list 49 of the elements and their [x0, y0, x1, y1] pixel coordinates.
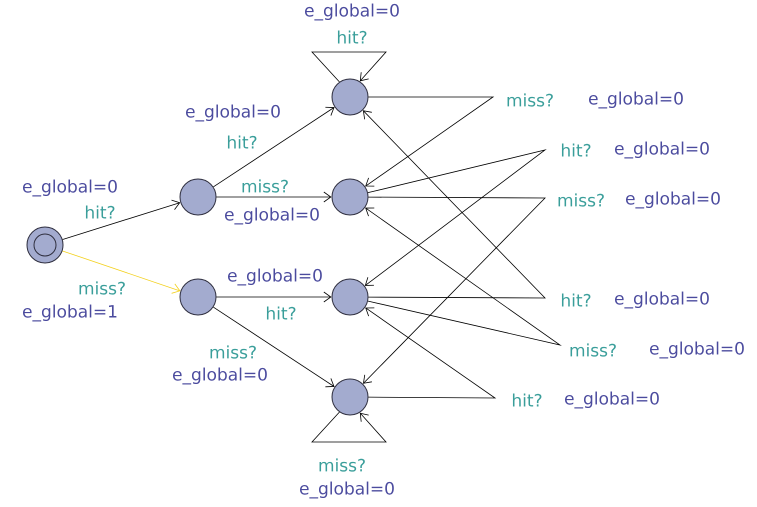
state-circle	[332, 378, 368, 416]
edge-label: hit?	[562, 294, 590, 306]
update-label: e_global=0	[650, 342, 744, 358]
update-label: e_global=0	[565, 392, 659, 408]
transition-arrow	[213, 306, 335, 388]
update-label: e_global=0	[186, 104, 280, 122]
edge-label: hit?	[338, 30, 366, 44]
edge-label: miss?	[570, 343, 616, 357]
state-circle	[180, 278, 216, 316]
update-label: e_global=0	[300, 482, 394, 498]
transition-arrow	[362, 196, 546, 384]
update-label: e_global=0	[225, 208, 319, 224]
update-label: e_global=0	[23, 180, 117, 196]
transition-arrow	[365, 96, 494, 186]
transition-arrow	[362, 110, 546, 298]
edge-label: hit?	[266, 306, 296, 320]
edge-label: hit?	[512, 394, 542, 406]
transition-arrow	[311, 412, 387, 442]
update-label: e_global=0	[615, 142, 709, 158]
state-circle	[332, 278, 368, 316]
edge-label: miss?	[508, 93, 553, 107]
transition-arrow	[365, 208, 562, 346]
transition-arrow	[364, 149, 547, 286]
transition-arrow	[365, 307, 496, 398]
update-label: e_global=1	[23, 304, 116, 322]
transition-arrow	[311, 52, 387, 82]
update-label: e_global=0	[626, 192, 720, 208]
update-label: e_global=0	[173, 368, 267, 384]
transition-arrow	[213, 106, 335, 188]
state-circle	[332, 178, 368, 216]
edge-label: hit?	[86, 206, 114, 218]
edge-label: miss?	[242, 179, 288, 193]
edge-label: hit?	[228, 136, 256, 148]
edge-label: miss?	[210, 345, 256, 359]
transition-arrow	[216, 192, 332, 202]
edge-label: miss?	[320, 458, 365, 472]
edge-label: hit?	[562, 144, 590, 156]
edge-label: miss?	[80, 281, 125, 295]
state-circle	[332, 78, 368, 116]
update-label: e_global=0	[615, 292, 709, 308]
update-label: e_global=0	[589, 92, 683, 108]
update-label: e_global=0	[305, 4, 399, 20]
update-label: e_global=0	[228, 268, 322, 286]
state-circle	[180, 178, 216, 216]
transition-arrow	[62, 200, 180, 240]
transition-arrow	[62, 250, 180, 294]
transition-arrow	[216, 292, 332, 302]
state-circle	[26, 226, 64, 264]
edge-label: miss?	[558, 193, 604, 207]
